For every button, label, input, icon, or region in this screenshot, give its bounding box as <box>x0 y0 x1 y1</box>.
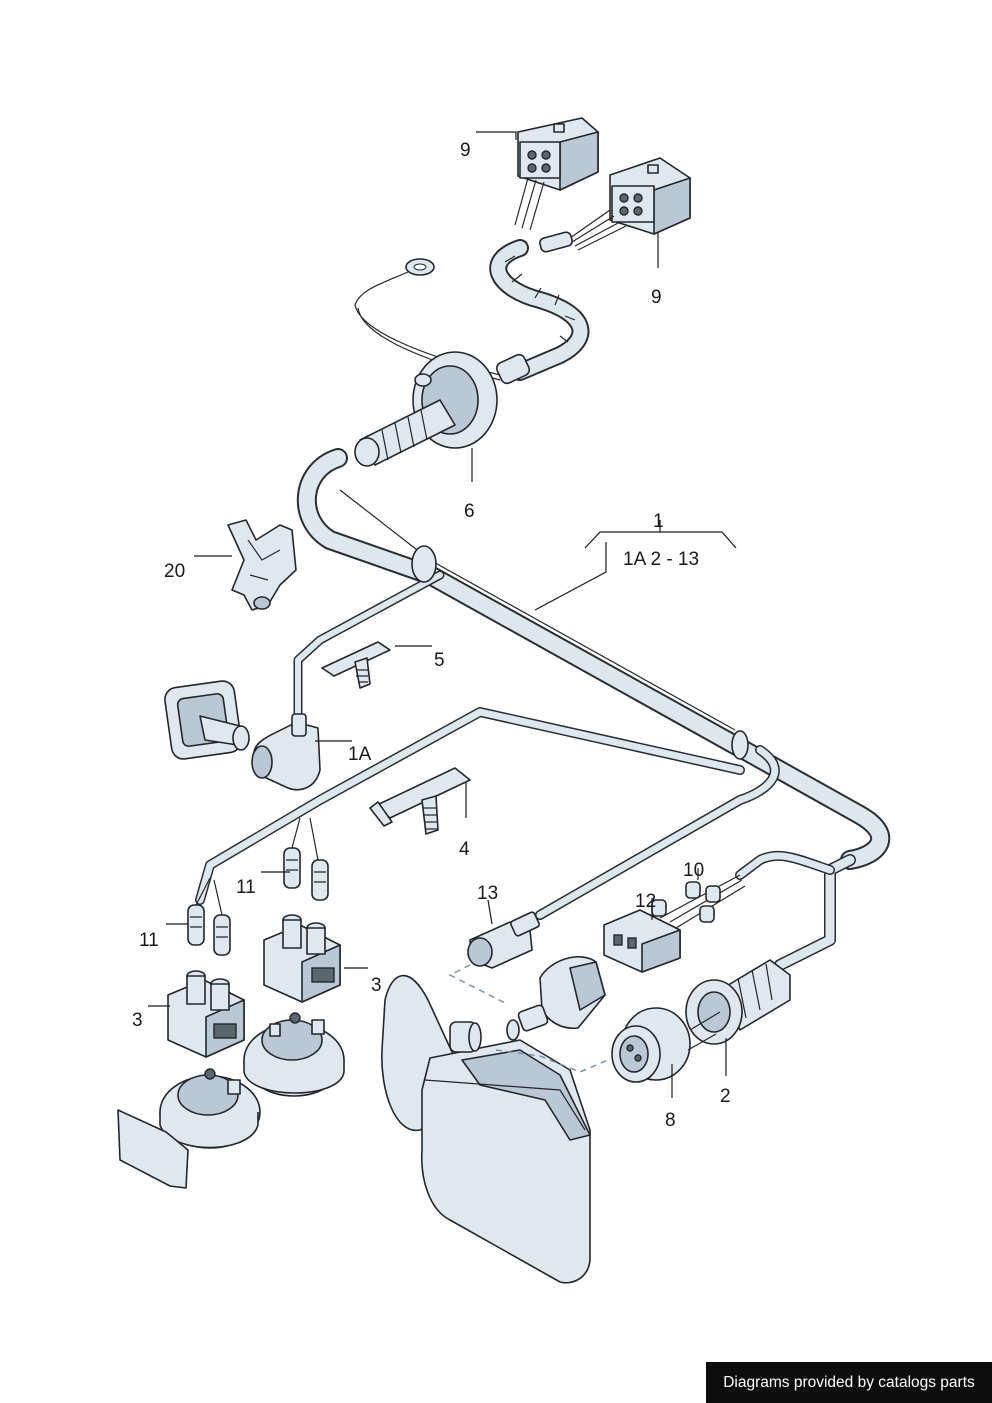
bulb-socket <box>506 956 606 1041</box>
connector-13 <box>467 911 540 969</box>
label-12: 12 <box>635 891 656 912</box>
horn-disc <box>243 1012 345 1097</box>
relay-3-right <box>263 914 341 1003</box>
connector-9-top <box>517 117 599 191</box>
label-9-right: 9 <box>651 287 662 308</box>
connector-9-right <box>609 157 691 235</box>
connectors-11-right <box>283 817 329 901</box>
label-3-right: 3 <box>371 975 382 996</box>
plug-8 <box>611 1007 721 1083</box>
label-6: 6 <box>464 501 475 522</box>
leader-lines <box>148 131 737 1098</box>
label-1A: 1A <box>348 744 372 765</box>
label-3-left: 3 <box>132 1010 143 1031</box>
main-harness <box>195 448 891 971</box>
dashed-links <box>448 964 609 1073</box>
label-20: 20 <box>164 561 185 582</box>
label-4: 4 <box>459 839 470 860</box>
clip-fastener-5 <box>321 641 391 689</box>
label-1: 1 <box>653 511 664 532</box>
clip-20 <box>227 519 297 611</box>
label-13: 13 <box>477 883 498 904</box>
grommet-6 <box>354 351 498 467</box>
horn-trumpet <box>117 1068 261 1189</box>
label-11-right: 11 <box>236 877 256 898</box>
clip-fastener-4 <box>369 767 471 835</box>
label-8: 8 <box>665 1110 676 1131</box>
plug-1A <box>164 680 321 791</box>
label-range: 1A 2 - 13 <box>623 549 699 570</box>
headlamp <box>381 974 591 1284</box>
footer-banner: Diagrams provided by catalogs parts <box>706 1362 992 1403</box>
boot-2 <box>685 959 791 1045</box>
pins-10 <box>651 874 746 929</box>
label-5: 5 <box>434 650 445 671</box>
relay-3-left <box>167 970 245 1058</box>
label-2: 2 <box>720 1086 731 1107</box>
connectors-11-left <box>187 877 231 956</box>
socket-12 <box>603 909 681 973</box>
footer-text: Diagrams provided by catalogs parts <box>723 1373 975 1391</box>
callout-labels: 9 9 6 1 1A 2 - 13 20 5 1A 4 11 11 10 13 … <box>132 140 731 1131</box>
label-10: 10 <box>683 860 704 881</box>
label-9-top: 9 <box>460 140 471 161</box>
connector-wires <box>354 177 627 385</box>
label-11-left: 11 <box>139 930 159 951</box>
